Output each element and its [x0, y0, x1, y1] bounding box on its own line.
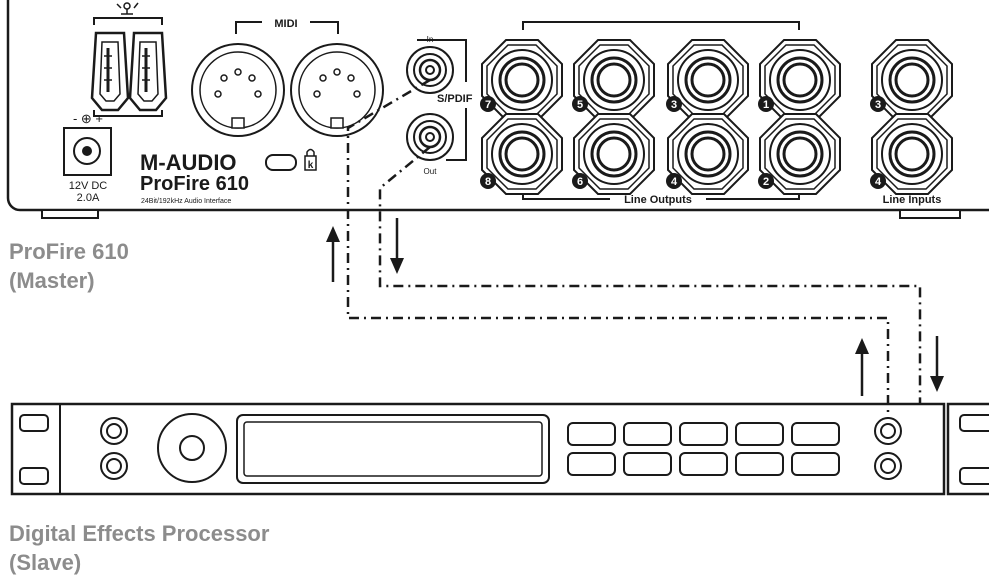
power-jack-pin — [82, 146, 92, 156]
line-input-badge-4 — [870, 173, 886, 189]
slave-small-knob-1 — [100, 417, 128, 445]
line-input-badge-3 — [870, 96, 886, 112]
firewire-bottom-bracket — [93, 110, 163, 117]
firewire-port-2 — [128, 31, 168, 112]
line-outputs-bottom-bracket-right — [706, 193, 800, 200]
midi-bracket-right — [310, 21, 339, 34]
slave-display — [236, 414, 550, 484]
slave-digital-in-port — [874, 417, 902, 445]
line-outputs-label: Line Outputs — [624, 194, 692, 206]
svg-text:k: k — [308, 160, 314, 171]
svg-text:6: 6 — [577, 176, 583, 188]
svg-text:3: 3 — [671, 99, 677, 111]
arrow-down-master — [390, 218, 404, 274]
svg-text:5: 5 — [577, 99, 583, 111]
spdif-out-port — [405, 112, 455, 162]
power-jack-outer — [73, 137, 101, 165]
power-spec-line2: 2.0A — [77, 192, 100, 204]
midi-out-port — [290, 43, 384, 137]
line-outputs-top-bracket — [522, 21, 800, 30]
arrow-up-master — [326, 226, 340, 282]
slave-rack-hole-top — [19, 414, 49, 432]
spdif-in-port — [405, 45, 455, 95]
kensington-lock-icon: k — [304, 148, 317, 171]
arrow-down-slave — [930, 336, 944, 392]
slave-device — [10, 402, 989, 496]
slave-small-knob-2 — [100, 452, 128, 480]
slave-right-rack-hole-top — [959, 414, 989, 432]
tagline: 24Bit/192kHz Audio Interface — [141, 198, 231, 205]
slave-main-dial-cap — [179, 435, 205, 461]
svg-text:7: 7 — [485, 99, 491, 111]
line-output-badges: 7 5 3 1 8 6 4 2 — [480, 96, 774, 189]
slave-main-dial — [157, 413, 227, 483]
slave-display-inner — [243, 421, 543, 477]
brand-logo: M-AUDIO — [140, 150, 237, 175]
spdif-label: S/PDIF — [437, 93, 473, 105]
master-right-foot — [899, 209, 961, 219]
line-inputs-label: Line Inputs — [883, 194, 942, 206]
cable-spdif-in — [346, 78, 890, 418]
power-spec-line1: 12V DC — [69, 180, 108, 192]
midi-bracket — [235, 21, 262, 34]
arrow-up-slave — [855, 338, 869, 396]
svg-text:4: 4 — [875, 176, 882, 188]
master-caption-line1: ProFire 610 — [9, 239, 129, 264]
firewire-port-1 — [90, 31, 130, 112]
slave-digital-out-port — [874, 452, 902, 480]
slave-caption-line2: (Slave) — [9, 550, 82, 575]
spdif-out-label: Out — [424, 167, 438, 176]
spdif-in-label: In — [427, 35, 434, 44]
power-polarity-label: - ⊕ + — [73, 111, 103, 126]
slave-button-grid — [567, 422, 840, 476]
midi-label: MIDI — [274, 18, 297, 30]
master-caption-line2: (Master) — [9, 268, 95, 293]
slave-caption-line1: Digital Effects Processor — [9, 521, 270, 546]
master-left-foot — [41, 209, 99, 219]
firewire-bracket — [93, 17, 163, 25]
svg-text:2: 2 — [763, 176, 769, 188]
cable-spdif-out — [378, 146, 922, 404]
master-device: MIDI - ⊕ + 12V DC 2.0A M-AUDIO ProFire 6… — [6, 0, 989, 219]
line-outputs-bottom-bracket — [522, 193, 610, 200]
spdif-bracket-bottom — [446, 108, 467, 161]
svg-text:4: 4 — [671, 176, 678, 188]
slave-rack-hole-bottom — [19, 467, 49, 485]
svg-text:3: 3 — [875, 99, 881, 111]
svg-text:8: 8 — [485, 176, 491, 188]
model-logo: ProFire 610 — [140, 173, 249, 195]
spdif-bracket-top — [417, 39, 467, 82]
lock-slot — [265, 154, 297, 171]
slave-right-rack-hole-bottom — [959, 467, 989, 485]
midi-in-port — [191, 43, 285, 137]
svg-text:1: 1 — [763, 99, 769, 111]
